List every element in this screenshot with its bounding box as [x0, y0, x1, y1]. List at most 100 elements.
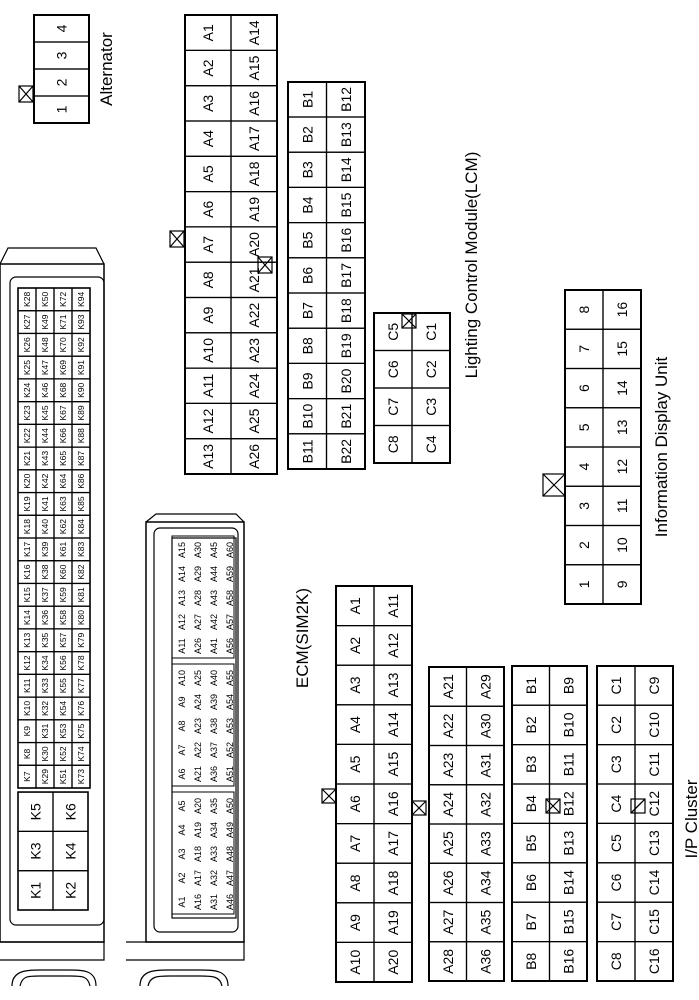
- lcm-a-pin-label: A1: [200, 24, 216, 41]
- ecm-k-pin-label: K69: [58, 360, 68, 375]
- ecm-k-pin-label: K42: [40, 473, 50, 488]
- lcm-b-pin-label: B14: [338, 157, 354, 182]
- ecm-a-pin-label: A55: [225, 670, 235, 686]
- ecm-k-pin-label: K15: [22, 587, 32, 602]
- ecm-k-pin-label: K45: [40, 405, 50, 420]
- ecm-a-pin-label: A8: [177, 720, 187, 731]
- ipc-a2-pin-label: A22: [440, 713, 456, 738]
- ecm-k-pin-label: K94: [76, 292, 86, 307]
- ecm-a-pin-label: A11: [177, 638, 187, 653]
- ipc-a-pin-label: A7: [347, 835, 363, 852]
- ecm-k-pin-label: K34: [40, 655, 50, 670]
- ecm-k-pin-label: K73: [76, 769, 86, 784]
- idu-pin-label: 2: [576, 541, 592, 549]
- lcm-c-key-mark: [401, 313, 417, 329]
- ecm-a-pin-label: A48: [225, 846, 235, 862]
- ecm-a-pin-label: A36: [209, 766, 219, 782]
- ipc-a2-pin-label: A26: [440, 870, 456, 895]
- idu-pin-label: 11: [614, 498, 630, 513]
- idu-pin-label: 4: [576, 463, 592, 471]
- ecm-a-pin-label: A56: [225, 638, 235, 654]
- ipc-c-pin-label: C3: [608, 755, 624, 773]
- ecm-a-pin-label: A31: [209, 894, 219, 910]
- ecm-a-pin-label: A13: [177, 590, 187, 606]
- lcm-b-pin-label: B22: [338, 439, 354, 464]
- lcm-a-pin-label: A23: [246, 338, 262, 363]
- lcm-b-pin-label: B7: [299, 302, 315, 319]
- lcm-a-pin-cell: [230, 14, 278, 52]
- ecm-a-pin-label: A26: [193, 638, 203, 654]
- ecm-k-pin-label: K55: [58, 678, 68, 693]
- ipc-c-pin-label: C12: [646, 791, 662, 817]
- ecm-k-pin-label: K36: [40, 610, 50, 625]
- ecm-a-pin-label: A40: [209, 670, 219, 686]
- ecm-k-pin-label: K47: [40, 360, 50, 375]
- ipc-a2-pin-label: A34: [477, 870, 493, 895]
- ecm-a-pin-label: A37: [209, 742, 219, 758]
- lcm-a-pin-label: A14: [246, 20, 262, 45]
- ecm-k-pin-label: K88: [76, 428, 86, 443]
- lcm-a-pin-label: A10: [200, 338, 216, 363]
- ecm-k-pin-label: K54: [58, 701, 68, 716]
- ipc-c-pin-cell: [634, 665, 674, 706]
- ecm-k-pin-label: K46: [40, 382, 50, 397]
- lcm-a-pin-label: A18: [246, 161, 262, 186]
- lcm-b-pin-label: B19: [338, 333, 354, 358]
- idu-pin-cell: [602, 289, 642, 330]
- lcm-a-pin-label: A9: [200, 306, 216, 323]
- ipc-a-pin-label: A11: [385, 594, 401, 618]
- idu-label: Information Display Unit: [652, 356, 671, 537]
- idu-pin-label: 10: [614, 537, 630, 553]
- ipc-b-pin-label: B15: [560, 909, 576, 934]
- ipc-c-pin-label: C7: [608, 913, 624, 931]
- ecm-k-pin-label: K40: [40, 519, 50, 534]
- alternator-pin-label: 2: [54, 78, 70, 86]
- lcm-b-pin-label: B8: [299, 337, 315, 354]
- ecm-a-pin-label: A43: [209, 590, 219, 606]
- idu-pin-label: 7: [576, 345, 592, 353]
- ecm-k-pin-cell: [52, 791, 89, 832]
- ecm-a-pin-label: A35: [209, 798, 219, 814]
- ipc-b-key-mark: [545, 798, 561, 814]
- ecm-k-pin-label: K9: [22, 726, 32, 737]
- ecm-k-pin-label: K61: [58, 542, 68, 557]
- lcm-a-pin-label: A16: [246, 91, 262, 116]
- ecm-a-pin-label: A53: [225, 718, 235, 734]
- ecm-k-pin-label: K92: [76, 337, 86, 352]
- ecm-a-pin-label: A21: [193, 766, 203, 782]
- ecm-k-pin-label: K37: [40, 587, 50, 602]
- lcm-b-pin-label: B2: [299, 126, 315, 143]
- ipc-a-pin-label: A2: [347, 637, 363, 654]
- idu-pin-label: 13: [614, 419, 630, 435]
- ecm-k-pin-label: K24: [22, 382, 32, 397]
- ecm-a-pin-label: A27: [193, 614, 203, 630]
- ecm-k-pin-label: K70: [58, 337, 68, 352]
- ecm-a-pin-label: A30: [193, 542, 203, 558]
- ecm-a-pin-label: A23: [193, 718, 203, 734]
- ecm-a-pin-label: A12: [177, 614, 187, 630]
- ecm-a-pin-label: A49: [225, 822, 235, 838]
- ipc-a2-pin-label: A24: [440, 792, 456, 817]
- ecm-a-pin-block: [171, 791, 235, 915]
- lcm-b-pin-label: B16: [338, 228, 354, 253]
- lcm-c-pin-label: C5: [385, 323, 401, 341]
- ecm-k-pin-label: K23: [22, 405, 32, 420]
- ecm-k-pin-label: K84: [76, 519, 86, 534]
- idu-pin-label: 6: [576, 384, 592, 392]
- ecm-a-pin-label: A52: [225, 742, 235, 758]
- lcm-a-pin-label: A17: [246, 126, 262, 151]
- ipc-a2-pin-label: A23: [440, 752, 456, 777]
- ipc-a2-pin-label: A31: [477, 752, 493, 777]
- ecm-a-pin-label: A2: [177, 872, 187, 883]
- lcm-a-pin-label: A4: [200, 130, 216, 147]
- lcm-label: Lighting Control Module(LCM): [462, 152, 481, 379]
- alternator-pin-label: 3: [54, 51, 70, 59]
- ecm-k-pin-label: K5: [28, 803, 44, 820]
- ipc-c-pin-label: C10: [646, 712, 662, 738]
- ecm-a-pin-label: A46: [225, 894, 235, 910]
- ecm-k-pin-label: K13: [22, 632, 32, 647]
- ecm-k-pin-cell: [71, 287, 91, 312]
